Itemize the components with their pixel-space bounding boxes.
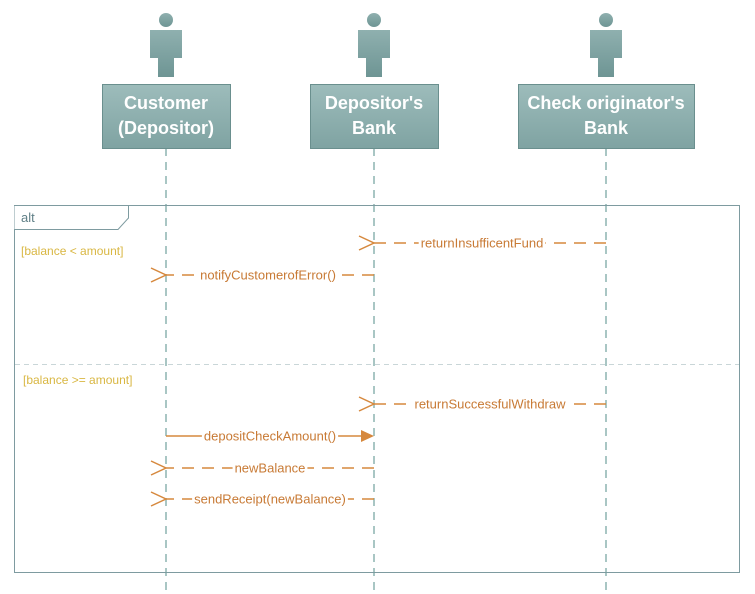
participant-label-originator-bank-line-2: Bank bbox=[584, 118, 629, 138]
alt-operator-label: alt bbox=[21, 210, 35, 225]
message-label: newBalance bbox=[235, 461, 306, 476]
actor-figure-originator-bank bbox=[590, 13, 622, 77]
message-sendreceipt-newbalance: sendReceipt(newBalance) bbox=[150, 491, 374, 507]
alt-frame-border bbox=[14, 205, 740, 573]
participant-box-originator-bank bbox=[518, 84, 695, 149]
message-label: returnSuccessfulWithdraw bbox=[415, 397, 567, 412]
participant-label-originator-bank-line-1: Check originator's bbox=[527, 93, 684, 113]
message-returninsufficentfund: returnInsufficentFund bbox=[358, 235, 606, 251]
message-depositcheckamount: depositCheckAmount() bbox=[166, 428, 374, 444]
participant-label-depositor-bank-line-1: Depositor's bbox=[325, 93, 423, 113]
message-label: returnInsufficentFund bbox=[421, 236, 544, 251]
guard-balance-greater-or-equal-amount: [balance >= amount] bbox=[23, 373, 132, 387]
message-returnsuccessfulwithdraw: returnSuccessfulWithdraw bbox=[358, 396, 606, 412]
arrowhead-filled bbox=[361, 430, 374, 442]
message-label: sendReceipt(newBalance) bbox=[194, 492, 346, 507]
message-notifycustomeroferror: notifyCustomerofError() bbox=[150, 267, 374, 283]
participant-label-customer-line-2: (Depositor) bbox=[118, 118, 214, 138]
arrowhead-open bbox=[150, 460, 168, 476]
lifelines bbox=[165, 148, 607, 594]
participant-box-depositor-bank bbox=[310, 84, 439, 149]
actor-figure-depositor-bank bbox=[358, 13, 390, 77]
messages: returnInsufficentFund notifyCustomerofErr… bbox=[150, 235, 606, 507]
arrowhead-open bbox=[358, 235, 376, 251]
alt-frame: alt [balance < amount] [balance >= amoun… bbox=[14, 205, 740, 573]
participant-label-depositor-bank-line-2: Bank bbox=[352, 118, 397, 138]
arrowhead-open bbox=[150, 491, 168, 507]
message-label: notifyCustomerofError() bbox=[200, 268, 336, 283]
participant-box-customer bbox=[102, 84, 231, 149]
alt-frame-tag bbox=[14, 205, 129, 230]
arrowhead-open bbox=[358, 396, 376, 412]
arrowhead-open bbox=[150, 267, 168, 283]
message-newbalance: newBalance bbox=[150, 460, 374, 476]
message-label: depositCheckAmount() bbox=[204, 429, 336, 444]
actor-figure-customer bbox=[150, 13, 182, 77]
guard-balance-less-than-amount: [balance < amount] bbox=[21, 244, 123, 258]
participant-label-customer-line-1: Customer bbox=[124, 93, 208, 113]
